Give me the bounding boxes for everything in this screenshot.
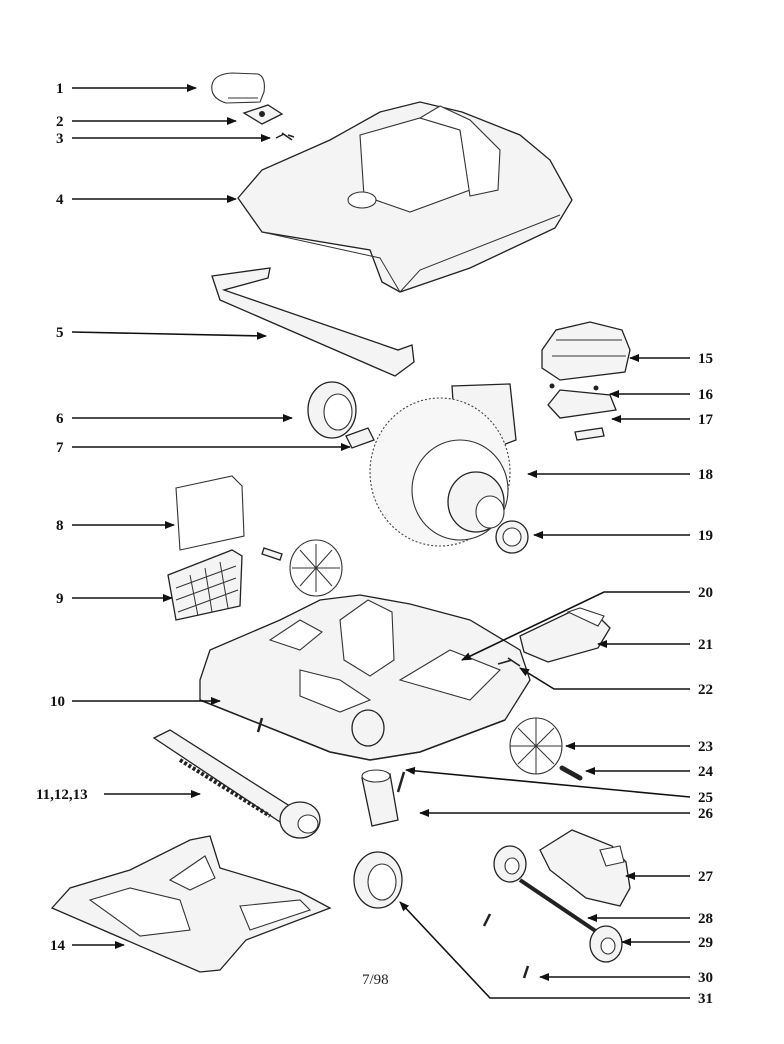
callout-27: 27: [698, 869, 714, 885]
part-25-screw: [256, 717, 406, 793]
part-11-13-brushroll: [152, 729, 321, 839]
part-6-bearing-ring: [307, 381, 357, 439]
callout-11-12-13: 11,12,13: [36, 787, 88, 803]
callout-17: 17: [698, 412, 714, 428]
callout-23: 23: [698, 739, 713, 755]
callout-10: 10: [50, 694, 65, 710]
part-19-motor-collar: [495, 520, 529, 554]
callout-29: 29: [698, 935, 713, 951]
part-4-hood-top-cover: [237, 101, 573, 293]
callout-19: 19: [698, 528, 713, 544]
callout-24: 24: [698, 764, 714, 780]
callout-20: 20: [698, 585, 713, 601]
leader-5: [71, 331, 267, 340]
callout-21: 21: [698, 637, 713, 653]
callout-26: 26: [698, 806, 714, 822]
callout-3: 3: [56, 131, 64, 147]
part-21-hose-adapter: [519, 607, 611, 663]
part-29-wheel-hub: [589, 925, 623, 963]
part-9-grill: [167, 549, 243, 621]
callout-9: 9: [56, 591, 64, 607]
callout-2: 2: [56, 114, 64, 130]
leader-lines: [71, 84, 691, 999]
part-14-base-plate: [50, 835, 332, 973]
part-18-motor: [369, 383, 517, 547]
callout-31: 31: [698, 991, 713, 1007]
part-31-belt-ring: [353, 851, 403, 909]
part-1-cover-clip: [211, 72, 265, 104]
part-8-filter: [175, 475, 245, 551]
part-28-axle-rod: [493, 845, 602, 936]
part-16-switch: [547, 383, 617, 419]
callout-14: 14: [50, 938, 66, 954]
part-24-axle-pin: [559, 765, 583, 781]
callout-28: 28: [698, 911, 713, 927]
callout-22: 22: [698, 682, 713, 698]
leader-20: [461, 591, 690, 661]
leader-31: [399, 901, 690, 999]
part-7-gasket: [345, 427, 375, 449]
part-5-bumper-strip: [211, 267, 415, 377]
small-wheel-upper: [261, 539, 343, 597]
part-17-switch-bracket: [574, 427, 605, 441]
callout-30: 30: [698, 970, 713, 986]
part-23-rear-wheel: [509, 717, 563, 775]
callout-25: 25: [698, 790, 713, 806]
callout-labels: 1 2 3 4 5 6 7 8 9 10 11,12,13 14 15 16 1…: [36, 81, 714, 1007]
callout-8: 8: [56, 518, 64, 534]
callout-6: 6: [56, 411, 64, 427]
part-22-clip: [497, 657, 521, 667]
part-30-screw: [482, 913, 530, 979]
part-2-round-cap: [242, 104, 284, 125]
callout-7: 7: [56, 440, 64, 456]
date-code: 7/98: [362, 972, 389, 988]
leader-22: [519, 667, 690, 690]
callout-15: 15: [698, 351, 713, 367]
callout-16: 16: [698, 387, 714, 403]
part-26-cylinder: [361, 769, 399, 827]
part-10-base-housing: [199, 594, 531, 761]
part-15-switch-cover: [541, 321, 631, 381]
part-3-screw: [275, 132, 295, 141]
callout-4: 4: [56, 192, 64, 208]
callout-1: 1: [56, 81, 64, 97]
callout-18: 18: [698, 467, 713, 483]
part-27-pedal: [539, 829, 631, 907]
leader-25: [405, 766, 691, 798]
callout-5: 5: [56, 325, 64, 341]
